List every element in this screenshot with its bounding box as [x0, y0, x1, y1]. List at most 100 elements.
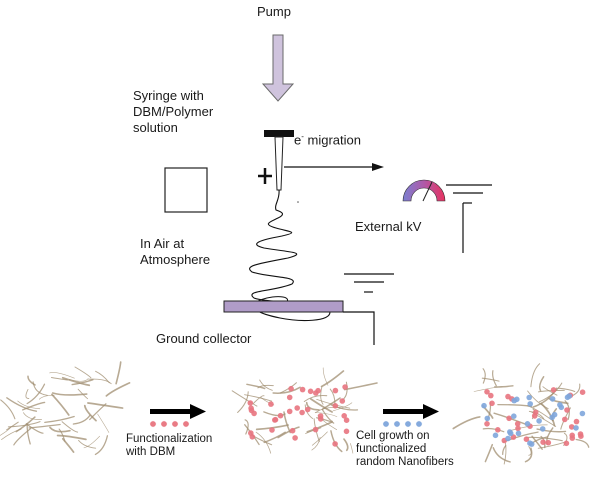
cell-particle [505, 435, 511, 442]
nanofiber [51, 393, 70, 416]
pump-label: Pump [257, 4, 291, 19]
nanofiber [38, 394, 55, 400]
dbm-particle [299, 409, 305, 416]
nanofiber [105, 382, 131, 397]
nanofiber [83, 435, 101, 449]
dbm-particle [251, 410, 257, 417]
dbm-particle [488, 392, 494, 399]
nanofiber [494, 385, 514, 388]
nanofiber [237, 391, 249, 414]
nanofiber [330, 430, 343, 453]
nanofiber [49, 426, 71, 433]
nanofiber [557, 387, 576, 393]
syringe-label-line: DBM/Polymer [133, 104, 214, 119]
dbm-particle [550, 387, 557, 393]
nanofiber [68, 378, 89, 382]
nanofiber [25, 423, 44, 434]
dbm-particle [277, 412, 284, 419]
in-air-label-line: In Air at [140, 236, 185, 251]
dbm-particle [489, 400, 495, 407]
dbm-particle [505, 393, 511, 400]
nanofiber [61, 421, 79, 433]
nanofiber [572, 383, 581, 397]
functionalization-label-line: Functionalization [126, 433, 213, 445]
cell-particle [511, 413, 517, 420]
collector-wire [343, 311, 375, 345]
dbm-particle [286, 394, 293, 401]
nanofiber [88, 378, 112, 385]
cell-particle [579, 410, 586, 417]
ground-symbol-icon [446, 184, 492, 253]
dbm-particle [523, 436, 530, 443]
nanofiber [26, 383, 46, 405]
nanofiber [482, 427, 505, 433]
nanofiber [74, 366, 92, 379]
dbm-particle [563, 440, 570, 447]
dbm-particle [532, 409, 539, 416]
dbm-particle [342, 384, 348, 390]
in-air-label: In Air at Atmosphere [140, 236, 210, 268]
ground-collector-label: Ground collector [156, 331, 252, 346]
dbm-dot [182, 420, 190, 428]
nanofiber [528, 446, 532, 456]
dbm-particle [484, 389, 490, 395]
nanofiber [321, 409, 334, 423]
cell-dot-row [382, 420, 423, 428]
dbm-particle [307, 388, 314, 395]
dbm-particle [286, 408, 293, 415]
wire-arrowhead [372, 163, 384, 171]
nanofiber [6, 397, 38, 412]
dbm-particle [569, 435, 576, 441]
nanofiber [492, 447, 511, 463]
nanofiber [473, 386, 503, 392]
nanofiber [320, 370, 345, 388]
nanofiber [17, 400, 41, 410]
nanofiber [542, 386, 558, 396]
nanofiber [244, 419, 249, 435]
cell-growth-label-line: random Nanofibers [356, 456, 454, 468]
functionalization-label: Functionalization with DBM [126, 433, 212, 459]
migration-text: migration [303, 132, 361, 148]
dbm-particle [562, 416, 568, 423]
down-arrow-icon [261, 34, 295, 102]
dbm-particle [514, 421, 521, 427]
nanofiber [13, 427, 32, 446]
nanofiber [350, 443, 354, 454]
nanofiber [492, 370, 497, 387]
air-box [164, 167, 208, 213]
nanofiber [314, 412, 338, 417]
electron-charge: - [301, 132, 304, 141]
dbm-particle [332, 387, 339, 394]
nanofiber [94, 435, 109, 456]
cell-particle [564, 394, 571, 401]
dbm-particle [294, 405, 301, 411]
nanofiber [538, 376, 545, 392]
nanofiber [50, 376, 68, 381]
dbm-particle [272, 416, 279, 423]
nanofiber [72, 414, 91, 425]
cell-dot [415, 420, 423, 428]
dbm-particle [339, 398, 346, 404]
dbm-particle [312, 426, 319, 433]
nanofiber [538, 382, 563, 403]
dbm-particle [579, 389, 586, 396]
nanofiber [575, 438, 590, 448]
in-air-label-line: Atmosphere [140, 252, 211, 267]
nanofiber [343, 438, 349, 452]
e-migration-label: e- migration [294, 129, 361, 148]
cell-particle [515, 430, 522, 437]
nanofiber [27, 375, 36, 386]
cell-particle [536, 418, 542, 424]
syringe-label-line: Syringe with [133, 88, 204, 103]
nanofiber [25, 388, 30, 399]
nanofiber [322, 367, 329, 386]
cell-growth-arrow [383, 404, 439, 419]
dbm-particle [332, 441, 338, 447]
nanofiber [304, 404, 314, 419]
nanofiber [482, 368, 486, 384]
syringe-plunger [264, 130, 294, 137]
nanofiber [231, 390, 258, 407]
dbm-particle [564, 407, 570, 413]
dbm-dot [149, 420, 157, 428]
syringe-label-line: solution [133, 120, 178, 135]
